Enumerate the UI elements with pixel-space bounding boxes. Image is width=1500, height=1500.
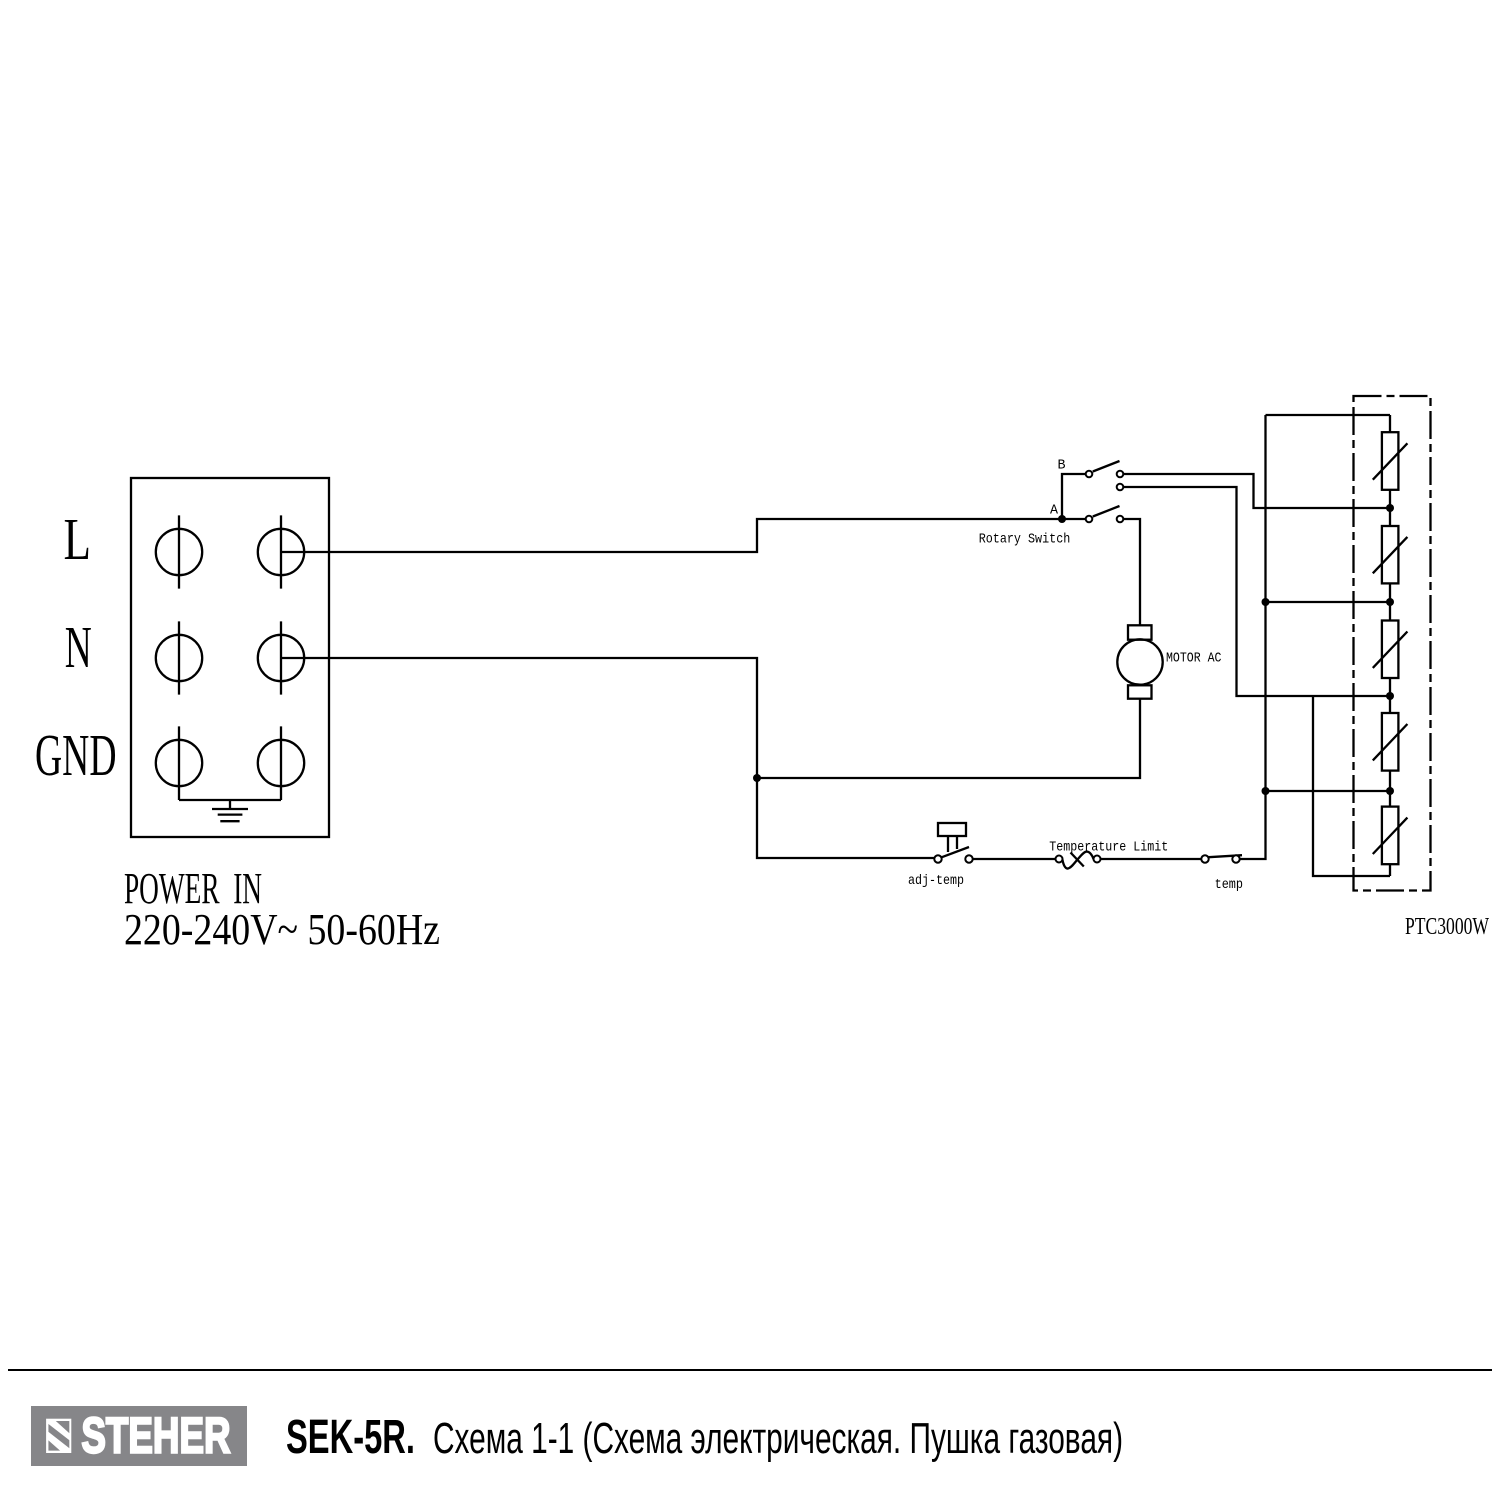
svg-text:POWER IN: POWER IN <box>124 864 262 913</box>
svg-text:Temperature Limit: Temperature Limit <box>1049 840 1168 856</box>
svg-text:Схема 1-1 (Схема электрическая: Схема 1-1 (Схема электрическая. Пушка га… <box>433 1414 1123 1463</box>
svg-text:STEHER: STEHER <box>81 1408 230 1464</box>
svg-text:SEK-5R.: SEK-5R. <box>286 1411 415 1464</box>
svg-text:Rotary Switch: Rotary Switch <box>979 531 1071 547</box>
svg-text:PTC3000W: PTC3000W <box>1405 914 1489 940</box>
svg-text:A: A <box>1050 502 1059 518</box>
svg-text:220-240V~ 50-60Hz: 220-240V~ 50-60Hz <box>124 905 440 954</box>
svg-text:N: N <box>65 614 92 680</box>
svg-text:L: L <box>64 506 92 572</box>
svg-text:B: B <box>1058 458 1066 474</box>
svg-text:MOTOR AC: MOTOR AC <box>1166 650 1222 666</box>
svg-text:GND: GND <box>35 722 117 788</box>
svg-text:adj-temp: adj-temp <box>908 873 964 889</box>
svg-text:temp: temp <box>1215 877 1243 893</box>
